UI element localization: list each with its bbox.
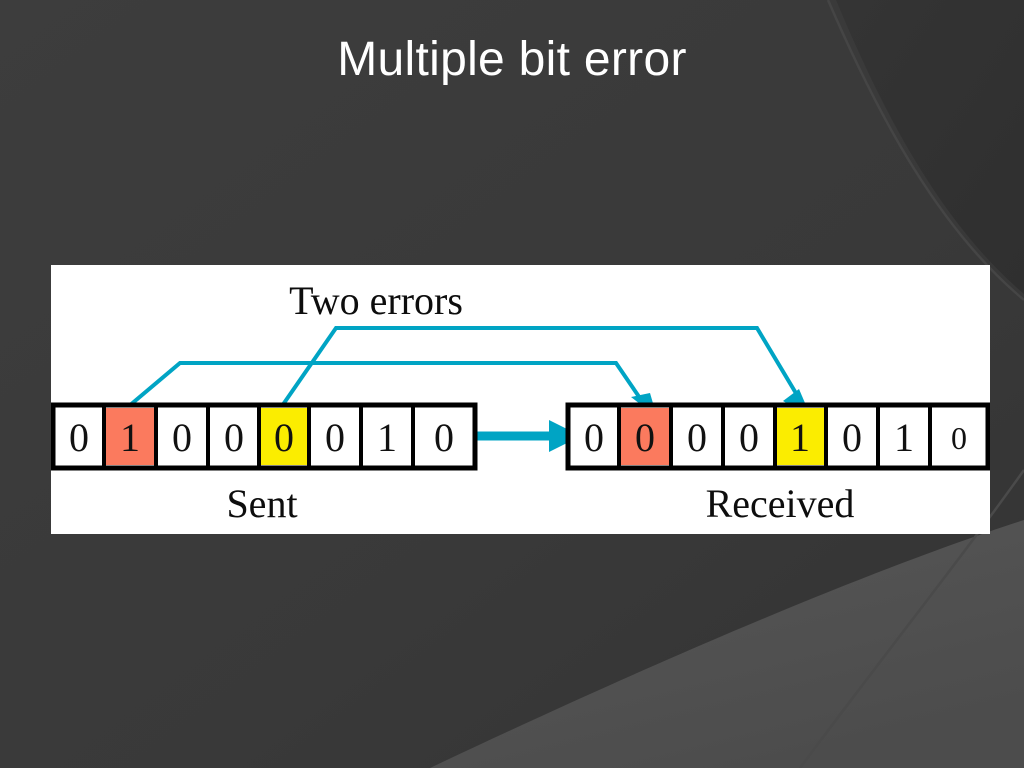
sent-bit-3: 0 [172,415,192,460]
received-frame: 0 0 0 0 1 0 1 0 [565,402,990,471]
sent-cell-5-fill [259,408,307,465]
sent-frame: 0 1 0 0 0 0 1 0 [51,402,478,471]
received-bit-1: 0 [584,415,604,460]
received-cell-5-fill [776,408,824,465]
received-bit-4: 0 [739,415,759,460]
received-caption: Received [706,481,855,526]
sent-bit-5: 0 [274,415,294,460]
sent-bit-8: 0 [434,415,454,460]
received-bit-5: 1 [790,415,810,460]
sent-bit-1: 0 [69,415,89,460]
background-arc-light [430,520,1024,768]
diagram-background [51,265,990,534]
transmission-arrow [475,420,581,452]
error-connector-yellow-line [280,326,805,408]
received-bit-6: 0 [842,415,862,460]
transmission-arrow-head [549,420,581,452]
sent-caption: Sent [226,481,297,526]
sent-cell-2-fill [106,408,154,465]
received-bit-8: 0 [951,420,967,456]
sent-bit-2: 1 [120,415,140,460]
received-bit-7: 1 [894,415,914,460]
error-connector-red-line [127,361,648,409]
received-cell-2-fill [621,408,669,465]
bit-error-diagram-svg: Two errors [51,265,990,534]
diagram-panel: Two errors [51,265,990,534]
page-title: Multiple bit error [337,33,687,86]
sent-bit-4: 0 [224,415,244,460]
sent-bit-7: 1 [377,415,397,460]
received-bit-2: 0 [635,415,655,460]
sent-bit-6: 0 [325,415,345,460]
two-errors-label: Two errors [289,278,463,323]
received-bit-3: 0 [687,415,707,460]
